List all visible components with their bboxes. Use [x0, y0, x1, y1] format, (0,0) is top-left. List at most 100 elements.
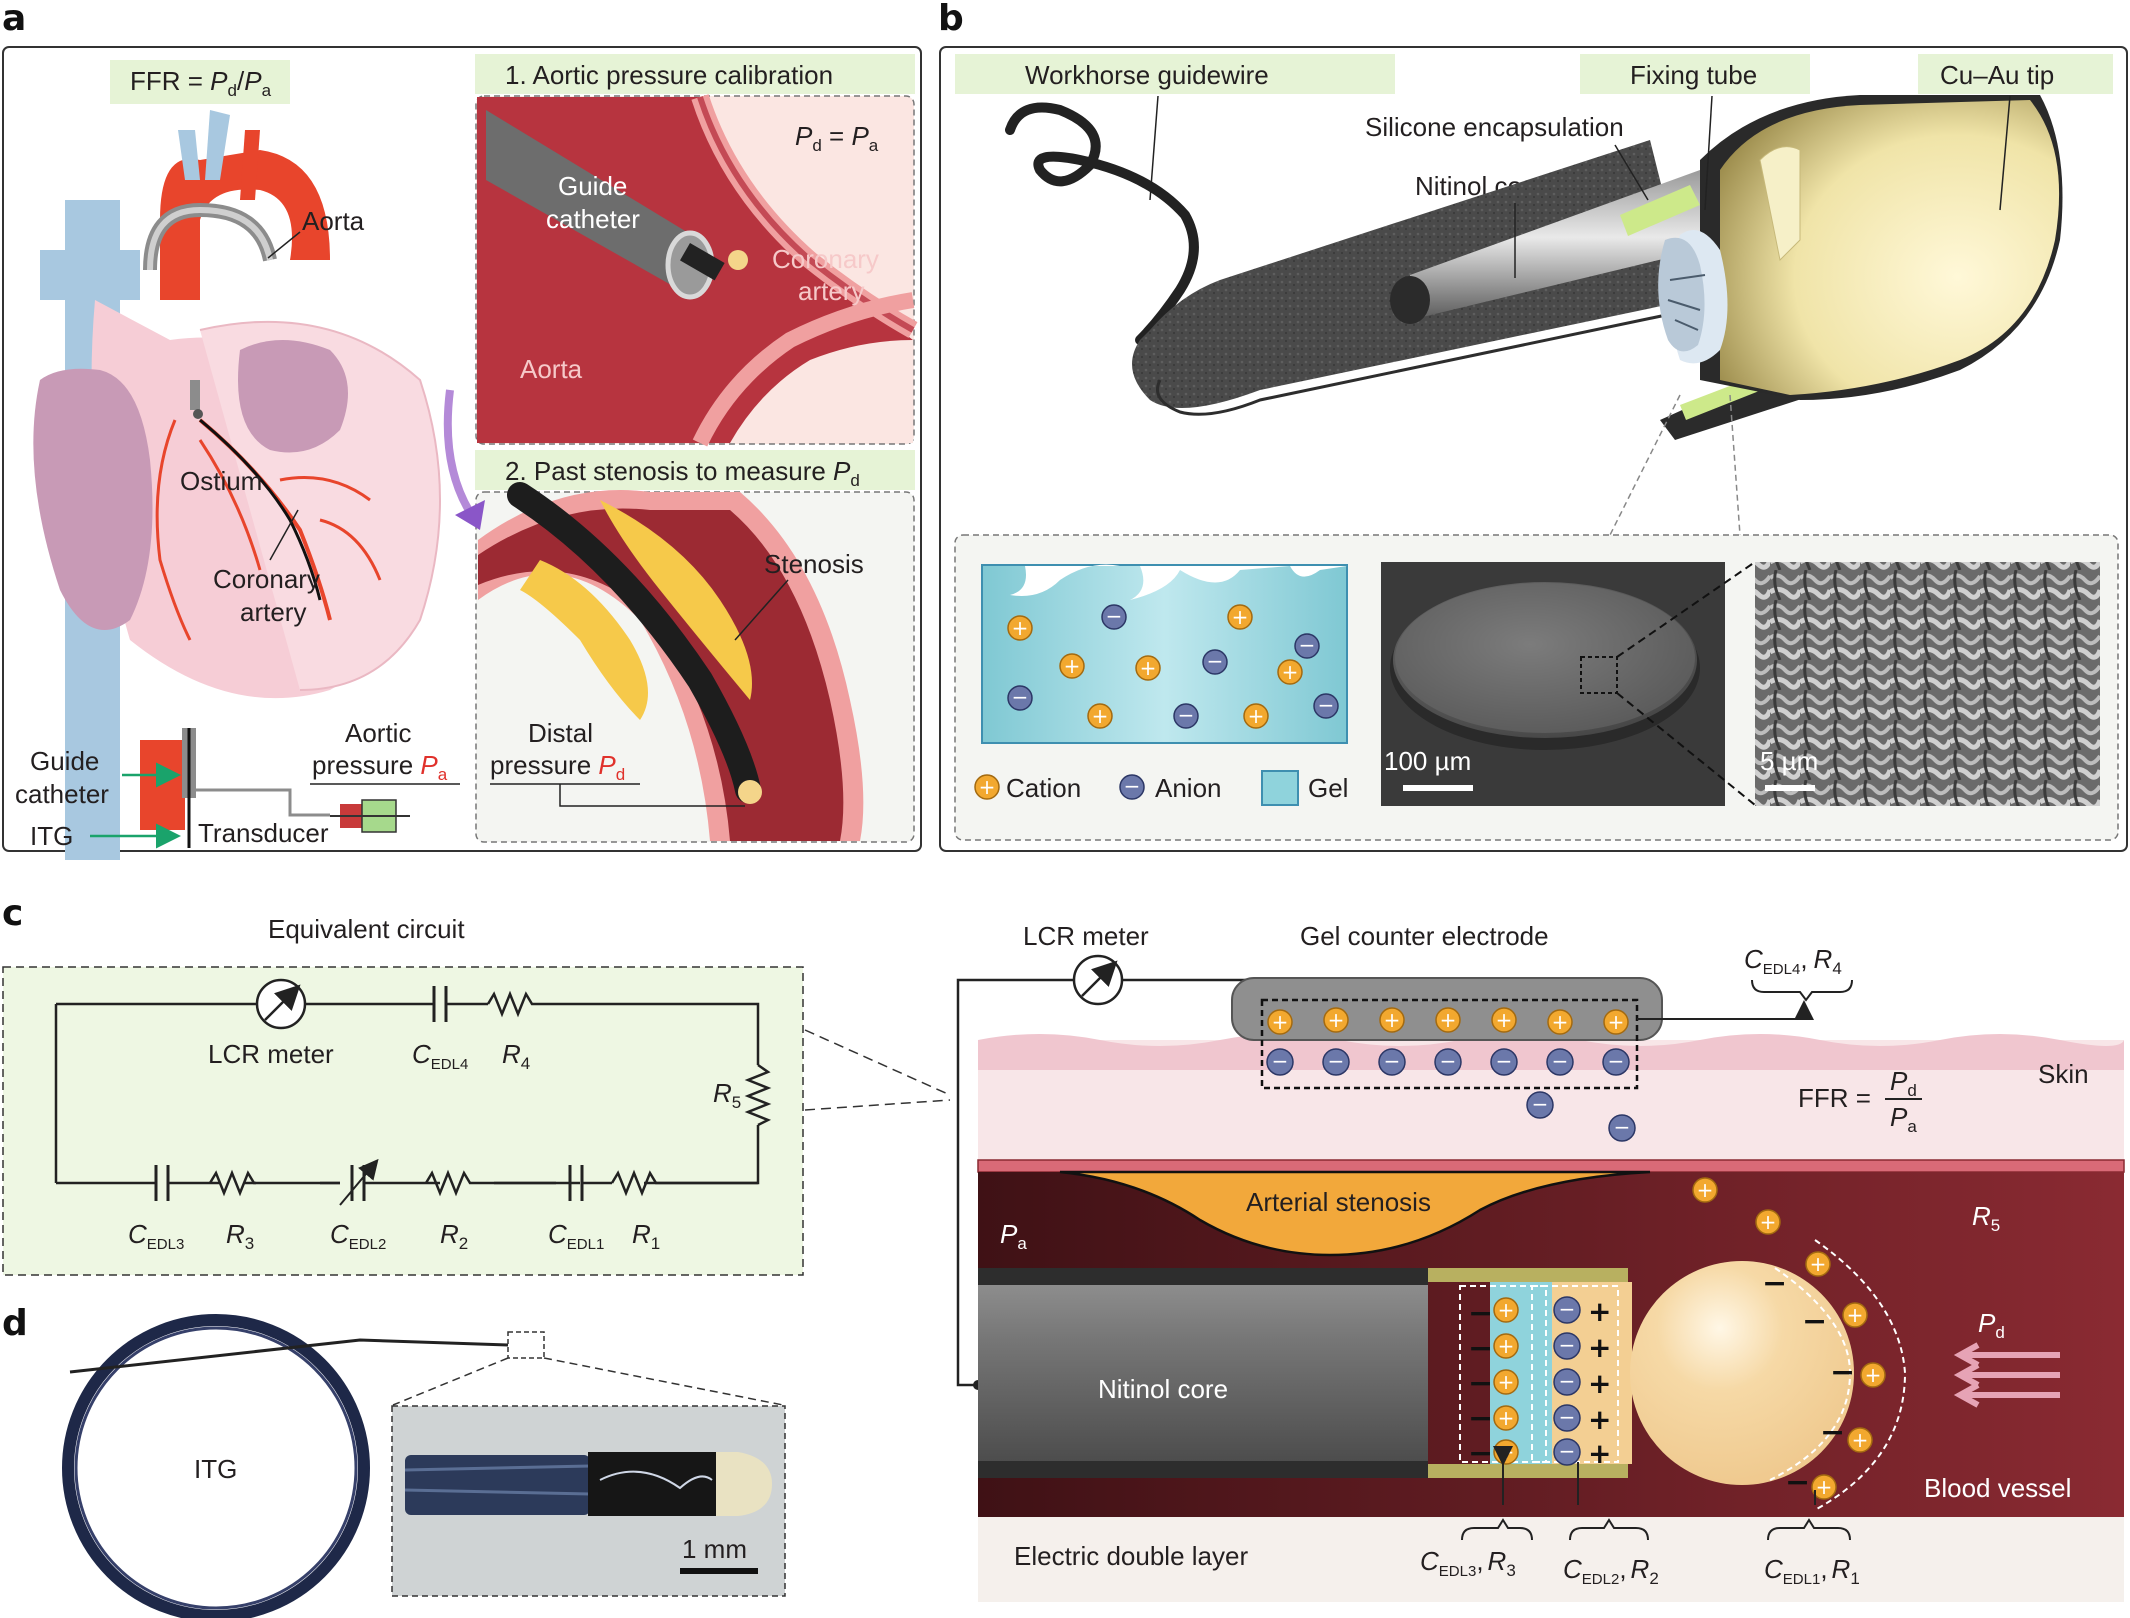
- svg-text:+: +: [1248, 704, 1265, 728]
- ion-anion-icon: −: [1546, 1048, 1574, 1076]
- ion-cation-icon: +: [974, 774, 1000, 800]
- tip-zoom-box: [507, 1331, 545, 1359]
- leader-distal: [490, 783, 745, 807]
- svg-text:−: −: [1272, 1049, 1289, 1073]
- gel-schematic: [981, 564, 1348, 744]
- ion-anion-icon: −: [1490, 1048, 1518, 1076]
- svg-text:+: +: [1328, 1008, 1345, 1032]
- svg-text:+: +: [1608, 1010, 1625, 1034]
- ion-cation-icon: +: [1379, 1007, 1405, 1033]
- svg-text:−: −: [1559, 1297, 1576, 1321]
- svg-text:−: −: [1532, 1092, 1549, 1116]
- svg-text:−: −: [1318, 693, 1335, 717]
- label-coronary-inset-1: Coronary: [772, 244, 879, 274]
- svg-text:+: +: [979, 775, 996, 799]
- svg-text:−: −: [1468, 1296, 1493, 1331]
- leader-coronary: [269, 509, 299, 561]
- svg-text:−: −: [1559, 1369, 1576, 1393]
- scale-label-5um: 5 µm: [1760, 746, 1818, 776]
- label-transducer: Transducer: [198, 818, 329, 848]
- svg-text:+: +: [1498, 1406, 1515, 1430]
- svg-text:−: −: [1207, 649, 1224, 673]
- legend-gel: Gel: [1308, 773, 1348, 803]
- resistor-icon: [424, 1169, 472, 1197]
- gel-swatch: [1261, 770, 1299, 806]
- ion-cation-icon: +: [1007, 615, 1033, 641]
- svg-text:+: +: [1588, 1331, 1611, 1364]
- svg-text:−: −: [1178, 703, 1195, 727]
- ion-cation-icon: +: [1135, 655, 1161, 681]
- svg-text:−: −: [1614, 1115, 1631, 1139]
- ffr-denominator: Pa: [1890, 1102, 1917, 1136]
- label-coronary-artery-a-2: artery: [240, 597, 306, 627]
- pd-eq-pa: Pd = Pa: [795, 121, 879, 155]
- flow-arrows: [1953, 1342, 2060, 1408]
- svg-text:−: −: [1552, 1049, 1569, 1073]
- svg-text:−: −: [1820, 1415, 1845, 1450]
- label-cedl4-r4-right: CEDL4,R4: [1744, 944, 1842, 978]
- fixing-tube-top: [1428, 1268, 1628, 1282]
- edl2-pointer: [1569, 1462, 1649, 1541]
- ffr-formula: FFR = Pd/Pa: [130, 66, 272, 100]
- label-pd-vessel: Pd: [1978, 1308, 2005, 1342]
- svg-text:+: +: [1588, 1437, 1611, 1470]
- brace-edl4: [1751, 979, 1853, 1002]
- label-workhorse: Workhorse guidewire: [1025, 60, 1269, 90]
- resistor-icon: [208, 1169, 256, 1197]
- heart-illustration: [33, 110, 441, 860]
- itg-coil: [62, 1314, 509, 1618]
- ion-cation-icon: +: [1547, 1009, 1573, 1035]
- svg-text:+: +: [1064, 654, 1081, 678]
- ion-cation-icon: +: [1860, 1362, 1886, 1388]
- svg-text:−: −: [1559, 1405, 1576, 1429]
- ion-cation-icon: +: [1847, 1427, 1873, 1453]
- guidewire-cutaway: [1005, 95, 2063, 440]
- sem-image-1: [1381, 562, 1725, 806]
- svg-text:+: +: [1810, 1252, 1827, 1276]
- zoom-lines-b: [1609, 394, 1741, 536]
- label-guide-catheter-left-1: Guide: [30, 746, 99, 776]
- label-cedl1-r1-bottom: CEDL1,R1: [1764, 1554, 1860, 1588]
- leader-workhorse: [1149, 95, 1159, 201]
- ion-cation-icon: +: [1227, 604, 1253, 630]
- ion-cation-icon: +: [1243, 703, 1269, 729]
- edl4-arrow: [1637, 1000, 1814, 1020]
- ion-anion-icon: −: [1322, 1048, 1350, 1076]
- ion-cation-icon: +: [1692, 1177, 1718, 1203]
- ion-cation-icon: +: [1493, 1405, 1519, 1431]
- svg-text:−: −: [1608, 1049, 1625, 1073]
- label-electric-double-layer: Electric double layer: [1014, 1541, 1248, 1571]
- ion-cation-icon: +: [1277, 659, 1303, 685]
- svg-text:−: −: [1785, 1465, 1810, 1500]
- leader-silicone: [1614, 144, 1649, 201]
- label-lcr-meter-circuit: LCR meter: [208, 1039, 334, 1069]
- label-itg-a: ITG: [30, 821, 73, 851]
- b-legend: + Cation − Anion Gel: [974, 770, 1348, 806]
- label-cedl3-r3-bottom: CEDL3,R3: [1420, 1546, 1516, 1580]
- svg-text:−: −: [1106, 604, 1123, 628]
- label-lcr-meter-right: LCR meter: [1023, 921, 1149, 951]
- ion-anion-icon: −: [1553, 1438, 1581, 1466]
- label-distal-pressure-1: Distal: [528, 718, 593, 748]
- ion-cation-icon: +: [1059, 653, 1085, 679]
- label-aorta-inset: Aorta: [520, 354, 583, 384]
- panel-a-frame: [2, 46, 922, 852]
- svg-text:+: +: [1232, 605, 1249, 629]
- label-aortic-pressure-1: Aortic: [345, 718, 411, 748]
- ion-cation-icon: +: [1805, 1251, 1831, 1277]
- label-fixing-tube: Fixing tube: [1630, 60, 1757, 90]
- ion-anion-icon: −: [1101, 604, 1127, 630]
- svg-text:+: +: [1498, 1334, 1515, 1358]
- svg-text:+: +: [1012, 616, 1029, 640]
- svg-text:+: +: [1496, 1008, 1513, 1032]
- label-guide-catheter-inset-1: Guide: [558, 171, 627, 201]
- panel-label-d: d: [2, 1303, 28, 1344]
- svg-text:−: −: [1762, 1266, 1787, 1301]
- step2-title-box: [475, 450, 915, 490]
- leader-cuau: [1999, 95, 2011, 211]
- svg-text:+: +: [1092, 704, 1109, 728]
- step2-title: 2. Past stenosis to measure Pd: [505, 456, 860, 490]
- step-arrowhead: [455, 500, 485, 530]
- label-cedl3: CEDL3: [128, 1219, 184, 1253]
- ion-anion-icon: −: [1173, 703, 1199, 729]
